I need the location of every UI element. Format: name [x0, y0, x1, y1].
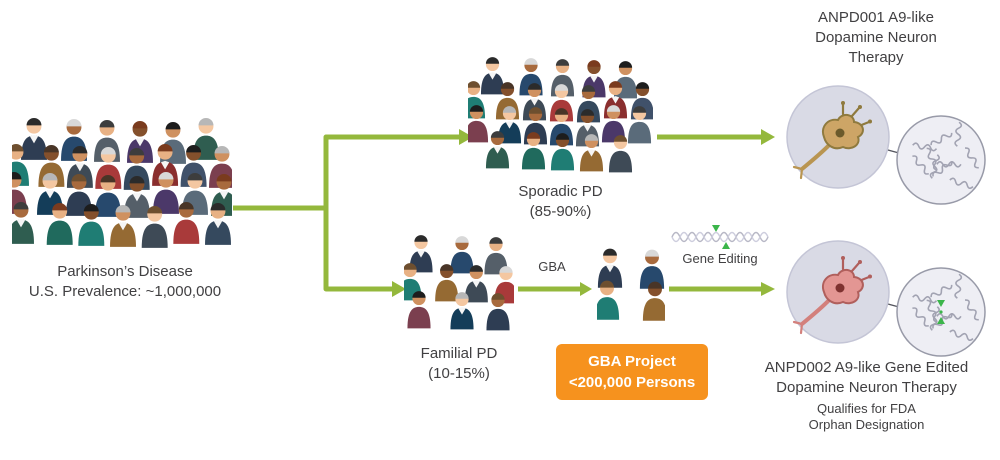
crowd-sporadic-pd	[468, 54, 653, 180]
gba-arrow-label: GBA	[538, 259, 566, 274]
crowd-gba-subgroup	[597, 244, 665, 330]
gba-project-box: GBA Project <200,000 Persons	[556, 344, 708, 400]
crowd-parkinsons-population	[12, 116, 232, 262]
familial-caption: Familial PD (10-15%)	[392, 344, 526, 384]
gba-project-line1: GBA Project	[588, 353, 676, 370]
familial-label: Familial PD	[420, 345, 498, 362]
gba-project-line2: <200,000 Persons	[568, 374, 696, 391]
therapy-top-title: ANPD001 A9-like Dopamine Neuron Therapy	[815, 9, 937, 66]
therapy-bottom-note: Qualifies for FDA Orphan Designation	[808, 400, 925, 433]
therapy-bottom-title: ANPD002 A9-like Gene Edited Dopamine Neu…	[764, 359, 969, 396]
therapy-bottom-caption: ANPD002 A9-like Gene Edited Dopamine Neu…	[733, 358, 1000, 434]
familial-percent: (10-15%)	[428, 364, 490, 382]
fibril-magnifier-anpd001	[896, 115, 986, 205]
sporadic-percent: (85-90%)	[529, 202, 592, 220]
sporadic-label: Sporadic PD	[518, 183, 603, 200]
neuron-circle-anpd002	[786, 240, 890, 344]
fibril-magnifier-anpd002	[896, 267, 986, 357]
sporadic-caption: Sporadic PD (85-90%)	[468, 182, 653, 222]
population-caption: Parkinson’s Disease U.S. Prevalence: ~1,…	[8, 262, 242, 302]
crowd-familial-pd	[404, 230, 514, 338]
population-subtitle: U.S. Prevalence: ~1,000,000	[28, 282, 222, 300]
neuron-circle-anpd001	[786, 85, 890, 189]
dna-strand-icon	[670, 224, 770, 250]
population-title: Parkinson’s Disease	[57, 263, 193, 280]
gene-editing-label: Gene Editing	[682, 251, 758, 266]
